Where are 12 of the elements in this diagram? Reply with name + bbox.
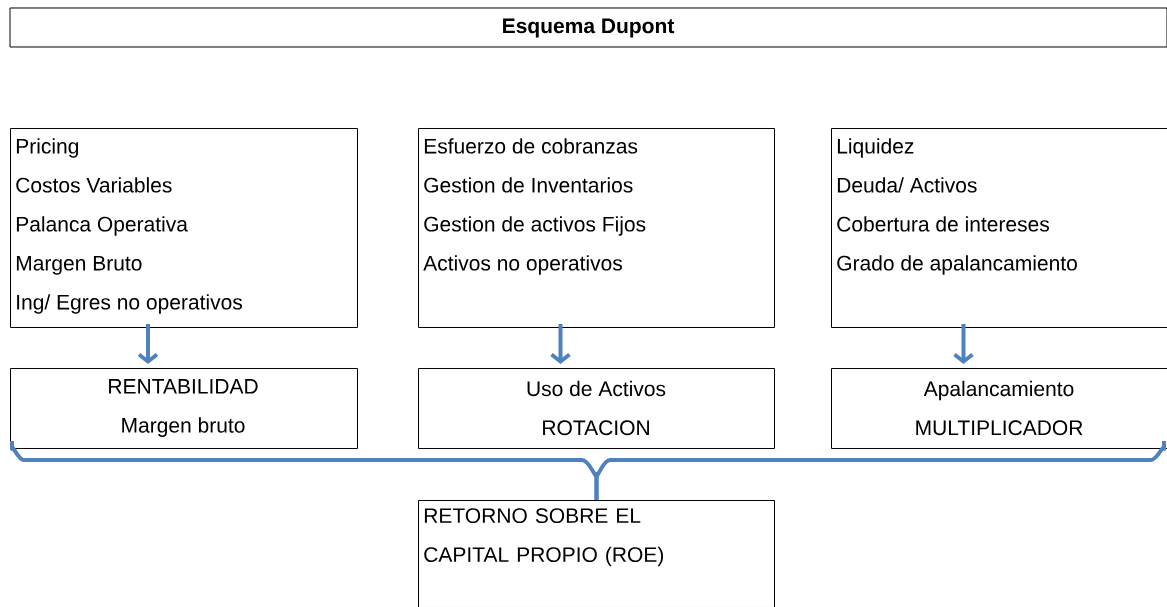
indicator-box: RENTABILIDAD Margen bruto [10, 368, 358, 449]
indicator-box: Uso de Activos ROTACION [418, 368, 775, 449]
title-box: Esquema Dupont [9, 7, 1167, 48]
brace-connector [594, 441, 1166, 500]
factor-list-box: Liquidez Deuda/ Activos Cobertura de intereses Grado de apalancamiento [831, 128, 1167, 328]
factor-list-box: Esfuerzo de cobranzas Gestion de Inventarios Gestion de activos Fijos Activos no operativos [418, 128, 775, 328]
arrow [137, 324, 159, 364]
indicator-box: Apalancamiento MULTIPLICADOR [831, 368, 1167, 449]
factor-list-box: Pricing Costos Variables Palanca Operativa Margen Bruto Ing/ Egres no operativos [10, 128, 358, 328]
arrow [953, 324, 974, 364]
arrow [550, 324, 571, 364]
result-box: RETORNO SOBRE EL CAPITAL PROPIO (ROE) [418, 500, 775, 607]
